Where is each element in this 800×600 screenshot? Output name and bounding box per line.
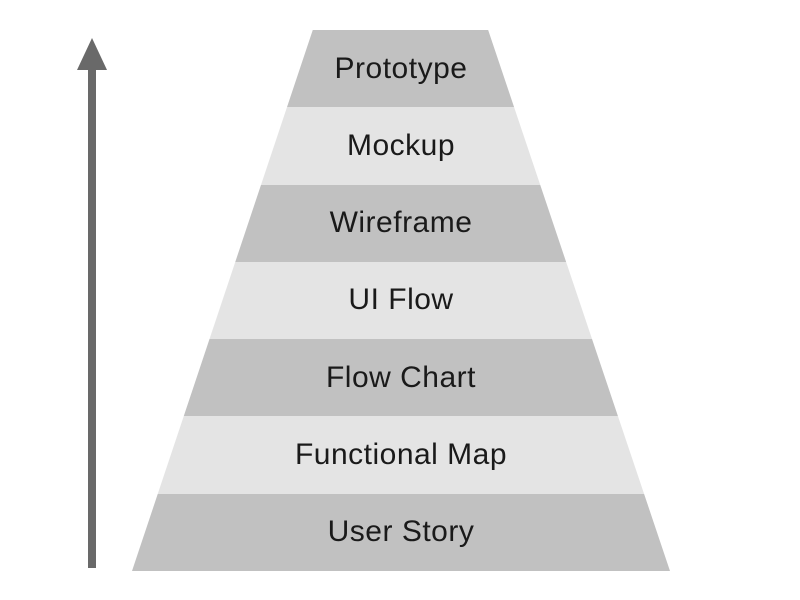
level-label: User Story — [327, 515, 475, 549]
level-label: Functional Map — [294, 438, 508, 472]
pyramid-level-flow-chart: Flow Chart — [132, 339, 670, 417]
up-arrow-shaft — [88, 68, 96, 568]
pyramid-level-wireframe: Wireframe — [132, 184, 670, 262]
pyramid-level-prototype: Prototype — [132, 30, 670, 108]
level-label: UI Flow — [348, 283, 454, 317]
pyramid-level-user-story: User Story — [132, 493, 670, 571]
up-arrow-icon — [77, 38, 107, 568]
pyramid-level-mockup: Mockup — [132, 107, 670, 185]
level-label: Prototype — [334, 51, 468, 85]
pyramid: Prototype Mockup Wireframe UI Flow Flow … — [132, 30, 670, 571]
level-label: Mockup — [346, 128, 456, 162]
up-arrow-head — [77, 38, 107, 70]
pyramid-level-functional-map: Functional Map — [132, 416, 670, 494]
level-label: Wireframe — [329, 206, 473, 240]
pyramid-level-ui-flow: UI Flow — [132, 261, 670, 340]
level-label: Flow Chart — [325, 360, 477, 394]
